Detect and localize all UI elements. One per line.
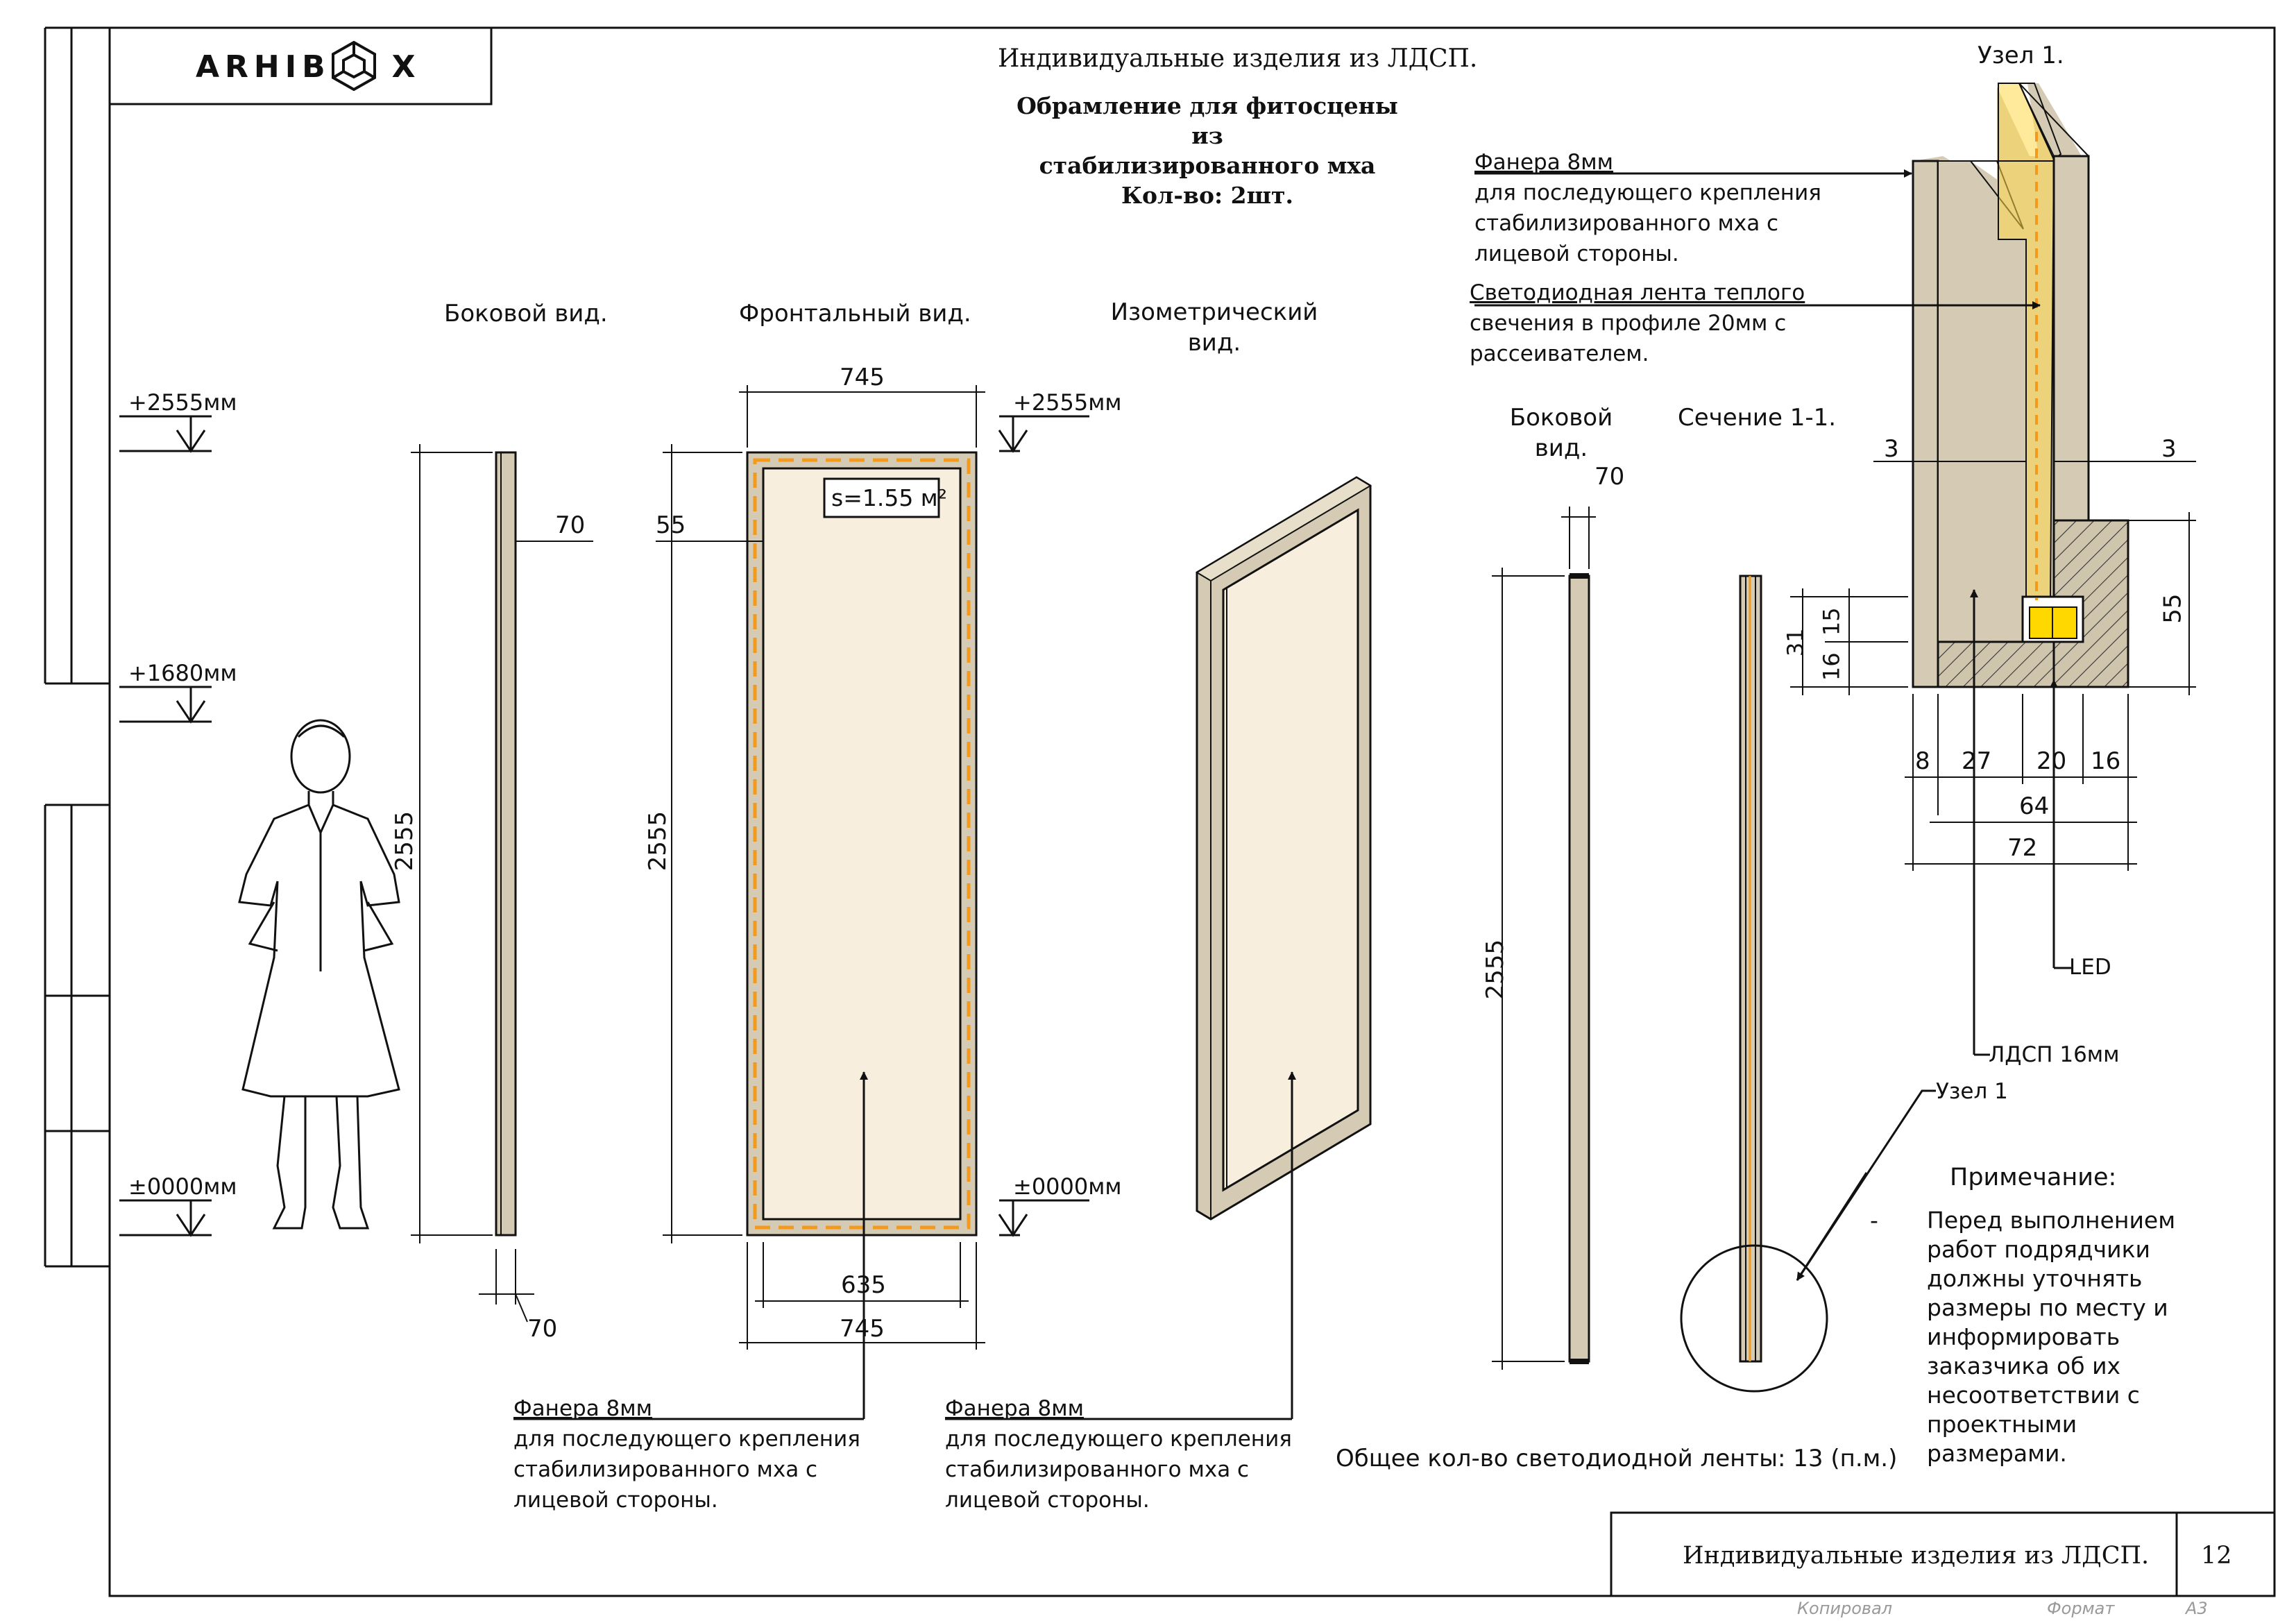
callout-plywood-iso-line-3: стабилизированного мха с xyxy=(945,1457,1250,1482)
note-line-2: работ подрядчики xyxy=(1927,1236,2150,1263)
dim-side-thickness-bottom: 70 xyxy=(527,1315,558,1343)
level-zero-right: ±0000мм xyxy=(1013,1173,1122,1200)
callout-plywood-front-line-2: для последующего крепления xyxy=(513,1427,860,1452)
isometric-view-drawing xyxy=(945,476,1372,1420)
side-view-drawing xyxy=(411,444,593,1323)
human-figure xyxy=(238,719,400,1230)
callout-led-strip-line-3: рассеивателем. xyxy=(1470,341,1649,366)
callout-plywood-node-line-3: стабилизированного мха с xyxy=(1474,211,1779,236)
callout-led: LED xyxy=(2069,955,2111,980)
product-title-line-3: стабилизированного мха xyxy=(1039,151,1376,179)
note-line-1: Перед выполнением xyxy=(1927,1207,2176,1234)
label-node: Узел 1. xyxy=(1978,42,2064,69)
dim-node-gap-left: 3 xyxy=(1884,435,1899,463)
callout-led-strip-line-1: Светодиодная лента теплого xyxy=(1470,280,1805,305)
sheet-title: Индивидуальные изделия из ЛДСП. xyxy=(998,44,1478,73)
dim-front-width-bottom: 745 xyxy=(840,1315,885,1343)
section-drawing xyxy=(1680,575,1936,1393)
label-side-view-2: Боковой вид. xyxy=(1492,402,1631,464)
note-line-9: размерами. xyxy=(1927,1440,2067,1467)
note-line-4: размеры по месту и xyxy=(1927,1294,2168,1321)
note-dash: - xyxy=(1870,1207,1878,1234)
note-line-3: должны уточнять xyxy=(1927,1265,2143,1292)
dim-node-55: 55 xyxy=(2159,593,2187,624)
callout-plywood-node-line-2: для последующего крепления xyxy=(1474,180,1821,205)
level-top-left: +2555мм xyxy=(128,389,237,416)
label-iso-line-2: вид. xyxy=(1187,329,1241,357)
dim-node-w16: 16 xyxy=(2091,747,2121,775)
dim-node-16: 16 xyxy=(1818,652,1845,681)
led-total: Общее кол-во светодиодной ленты: 13 (п.м… xyxy=(1336,1445,1898,1472)
dim-node-15: 15 xyxy=(1818,607,1845,636)
callout-plywood-front-line-4: лицевой стороны. xyxy=(513,1488,718,1513)
callout-plywood-front-title: Фанера 8мм xyxy=(513,1396,653,1421)
callout-plywood-iso-title: Фанера 8мм xyxy=(945,1396,1085,1421)
label-side2-line-2: вид. xyxy=(1534,434,1588,463)
note-title: Примечание: xyxy=(1950,1164,2117,1191)
footer-format-value: А3 xyxy=(2186,1599,2208,1618)
dim-node-gap-right: 3 xyxy=(2161,435,2177,463)
dim-node-w64: 64 xyxy=(2019,792,2050,820)
note-body: Перед выполнением работ подрядчики должн… xyxy=(1927,1206,2175,1468)
level-zero-left: ±0000мм xyxy=(128,1173,237,1200)
side-view-2-drawing xyxy=(1492,507,1596,1370)
note-line-6: заказчика об их xyxy=(1927,1352,2121,1379)
logo-cube-icon xyxy=(332,40,376,92)
label-iso-line-1: Изометрический xyxy=(1110,298,1318,326)
label-front-view: Фронтальный вид. xyxy=(739,300,971,328)
callout-plywood-node-line-4: лицевой стороны. xyxy=(1474,241,1679,266)
area-label: s=1.55 м² xyxy=(831,484,947,511)
dim-side-thickness-top: 70 xyxy=(555,511,586,539)
dim-node-w27: 27 xyxy=(1962,747,1992,775)
product-title-line-2: из xyxy=(1191,121,1223,149)
sheet-border xyxy=(44,26,2276,1597)
callout-plywood-node-title: Фанера 8мм xyxy=(1474,150,1614,175)
callout-led-strip-line-2: свечения в профиле 20мм с xyxy=(1470,311,1787,336)
dim-front-height: 2555 xyxy=(644,810,672,872)
callout-led-strip: Светодиодная лента теплого свечения в пр… xyxy=(1470,278,1805,369)
product-title-line-4: Кол-во: 2шт. xyxy=(1121,181,1293,209)
callout-plywood-iso-line-4: лицевой стороны. xyxy=(945,1488,1150,1513)
dim-front-width-top: 745 xyxy=(840,364,885,391)
product-title: Обрамление для фитосцены из стабилизиров… xyxy=(999,92,1415,211)
footer-copied: Копировал xyxy=(1797,1599,1893,1618)
callout-node-ref: Узел 1 xyxy=(1936,1079,2008,1104)
dim-node-w72: 72 xyxy=(2007,834,2038,862)
callout-plywood-node: Фанера 8мм для последующего крепления ст… xyxy=(1474,147,1821,269)
dim-front-frame: 55 xyxy=(656,511,686,539)
footer-format-label: Формат xyxy=(2047,1599,2115,1618)
callout-plywood-front-line-3: стабилизированного мха с xyxy=(513,1457,818,1482)
level-mid-left: +1680мм xyxy=(128,660,237,686)
label-side2-line-1: Боковой xyxy=(1509,404,1613,432)
callout-ldsp: ЛДСП 16мм xyxy=(1989,1042,2120,1067)
note-line-8: проектными xyxy=(1927,1411,2077,1438)
logo: ARHIB X xyxy=(196,47,421,87)
dim-front-inner-width: 635 xyxy=(841,1271,886,1299)
dim-side2-height: 2555 xyxy=(1481,939,1510,1000)
note-line-5: информировать xyxy=(1927,1323,2120,1350)
product-title-line-1: Обрамление для фитосцены xyxy=(1017,92,1398,119)
dim-side2-thickness: 70 xyxy=(1595,463,1625,491)
dim-node-w8: 8 xyxy=(1915,747,1930,775)
callout-plywood-iso-line-2: для последующего крепления xyxy=(945,1427,1292,1452)
dim-node-w20: 20 xyxy=(2036,747,2067,775)
footer-title: Индивидуальные изделия из ЛДСП. xyxy=(1683,1542,2150,1570)
node-detail-drawing xyxy=(1474,83,2196,1056)
level-top-right: +2555мм xyxy=(1013,389,1122,416)
note-line-7: несоответствии с xyxy=(1927,1382,2140,1409)
dim-side-height: 2555 xyxy=(391,810,419,872)
front-view-drawing xyxy=(513,385,985,1420)
callout-plywood-iso: Фанера 8мм для последующего крепления ст… xyxy=(945,1393,1292,1515)
label-iso-view: Изометрический вид. xyxy=(1110,297,1318,358)
level-marks xyxy=(119,415,1089,1237)
callout-plywood-front: Фанера 8мм для последующего крепления ст… xyxy=(513,1393,860,1515)
label-side-view: Боковой вид. xyxy=(444,300,608,328)
logo-text-left: ARHIB xyxy=(196,49,331,85)
footer-page-number: 12 xyxy=(2201,1542,2232,1570)
dim-node-31: 31 xyxy=(1782,628,1809,657)
logo-text-right: X xyxy=(391,49,421,85)
label-section: Сечение 1-1. xyxy=(1678,404,1837,432)
